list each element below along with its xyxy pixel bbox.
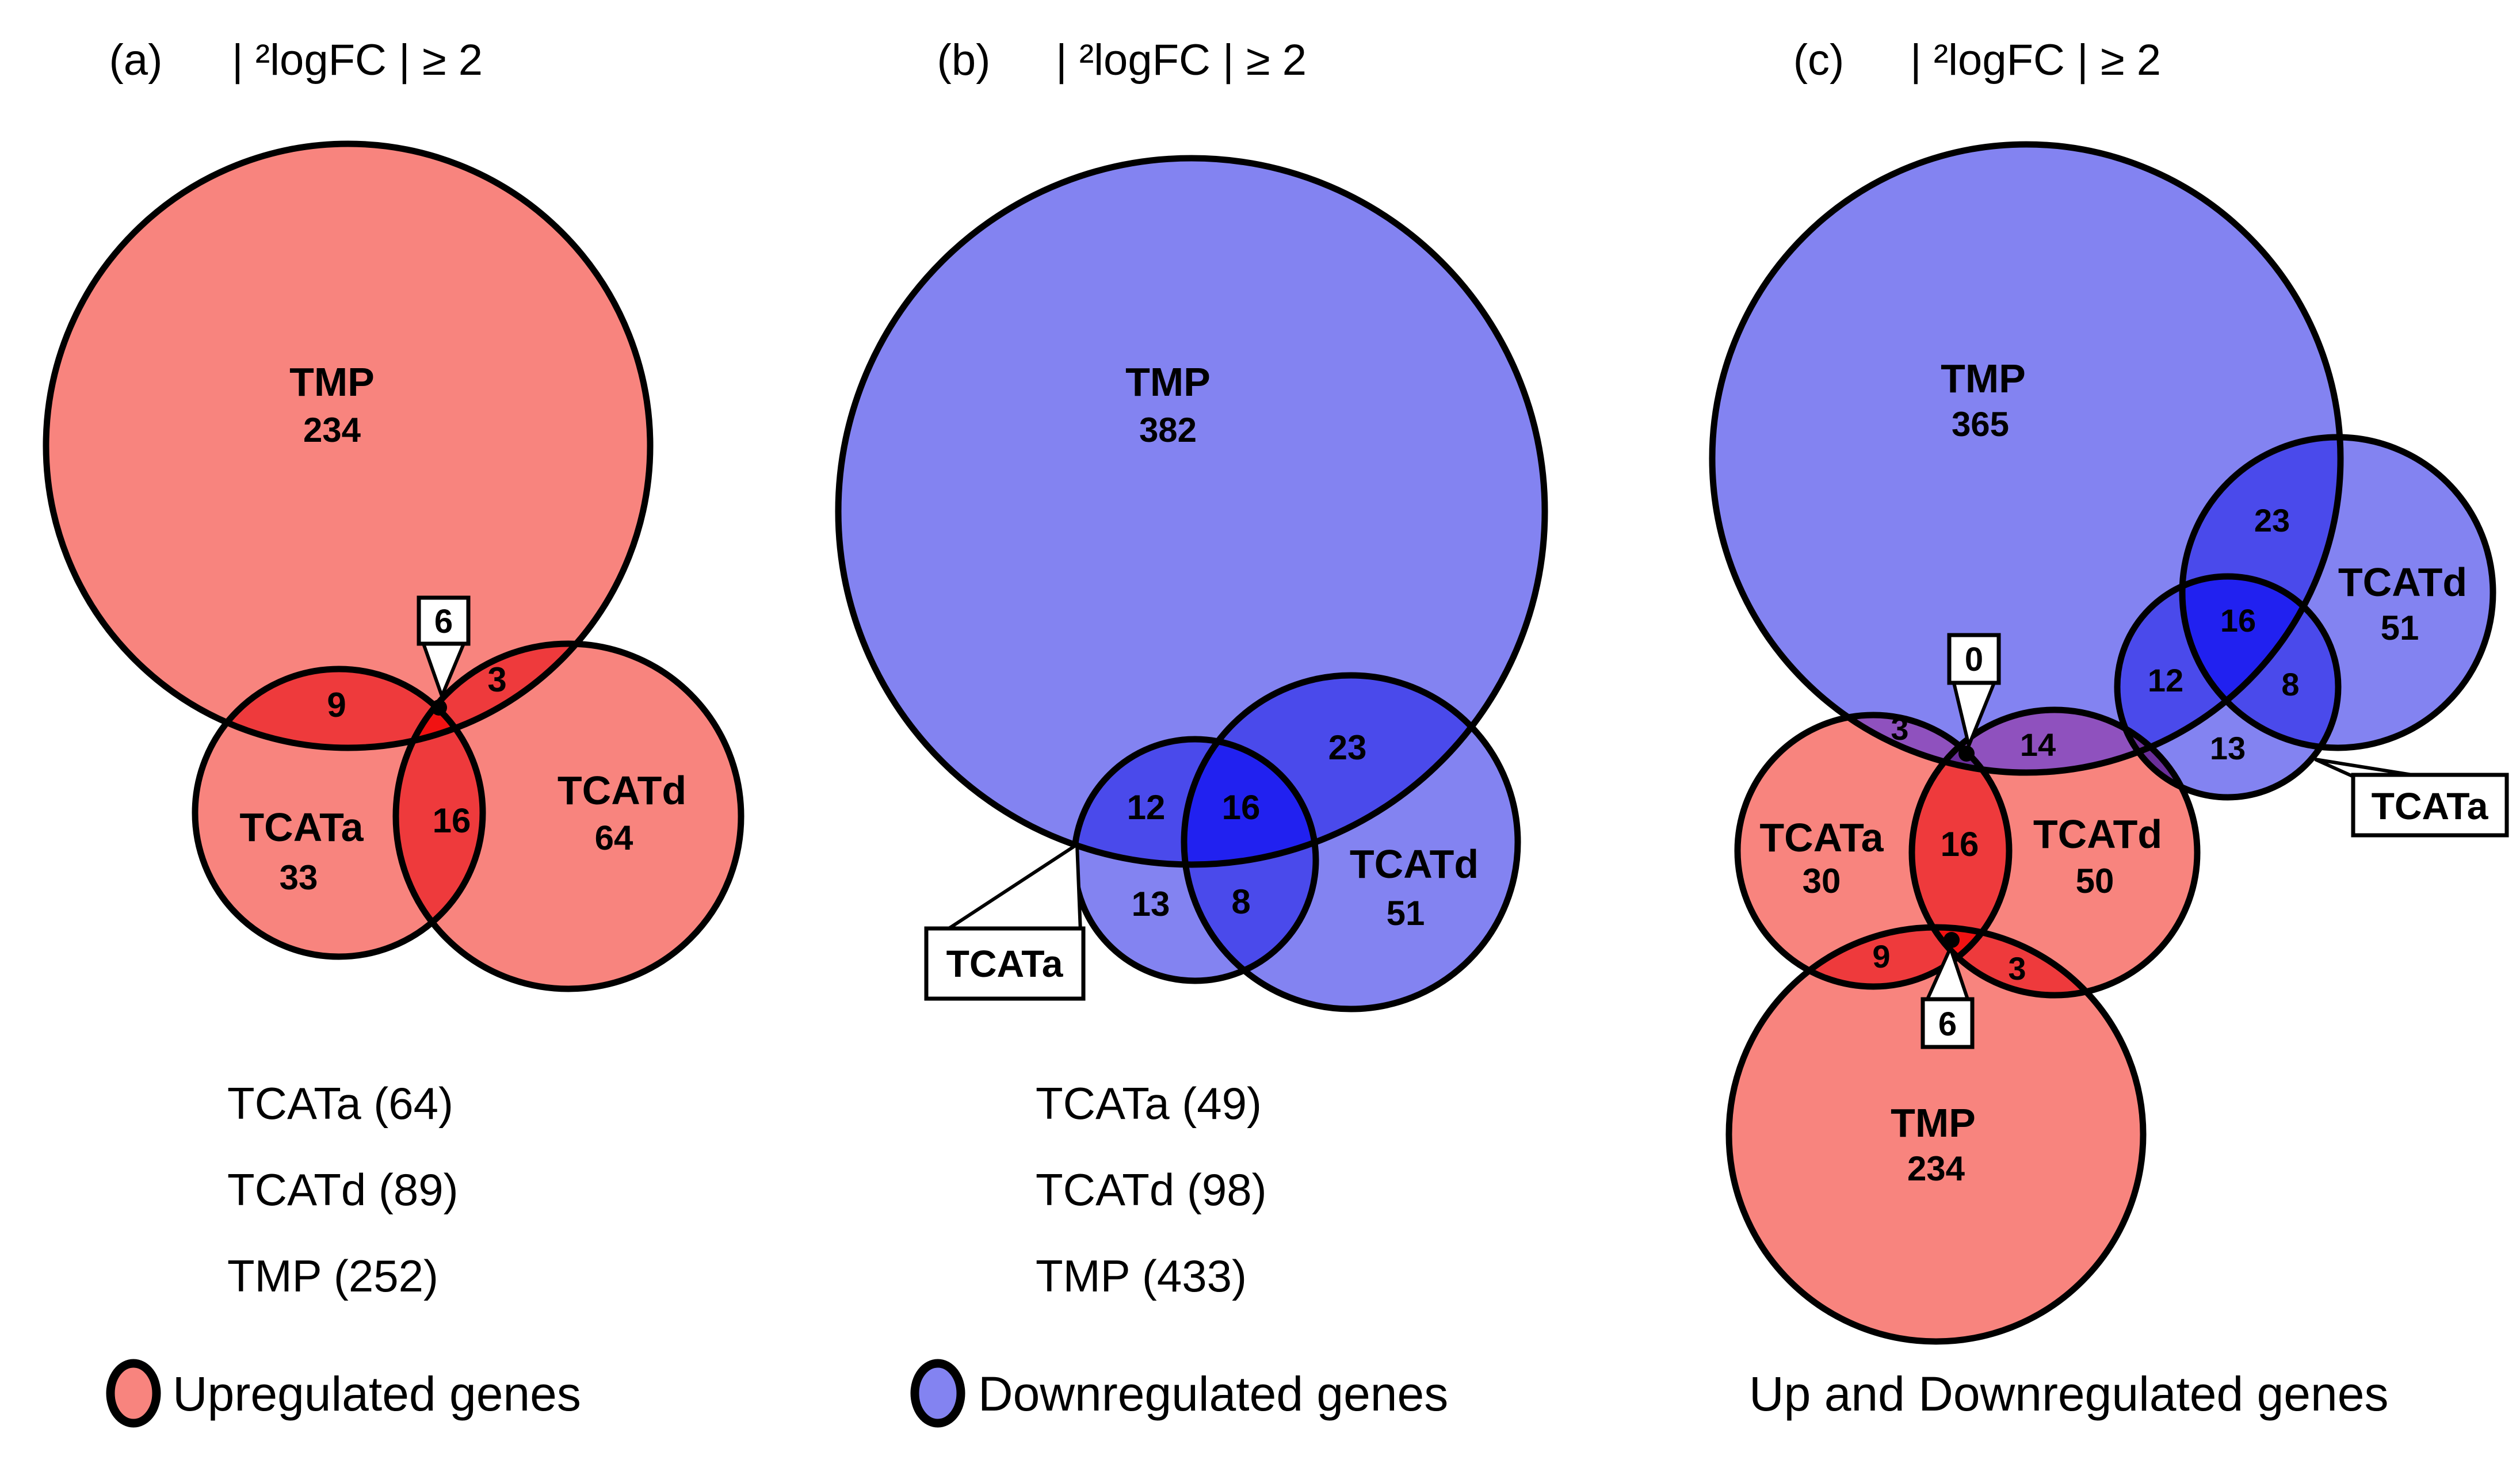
totals-a-tcatd: TCATd (89) [227,1164,459,1215]
region-c-bluetcata-only: 13 [2210,730,2246,766]
panel-c-letter: (c) [1793,36,1845,85]
overlap-c-redtcata-redtcatd: 16 [1941,825,1979,863]
callout-c-six-box [1920,997,1975,1049]
venn-c-blue-tcatd-outline [2179,434,2496,751]
overlap-c-redtcatd-redtmp: 3 [2008,950,2026,987]
legend-upregulated-label: Upregulated genes [173,1367,581,1421]
set-label-c-red-tcatd: TCATd [2033,812,2162,857]
venn-c-red-tmp-circle [1729,927,2143,1341]
callout-c-zero-value: 0 [1965,641,1983,678]
venn-a-tcata-outline [192,666,486,960]
panel-b-letter: (b) [937,36,991,85]
overlap-c-bluetmp-bluetcata: 12 [2148,662,2183,698]
set-label-c-blue-tmp: TMP [1941,356,2026,401]
legend-upregulated-icon [106,1359,161,1428]
legend-downregulated-icon [910,1359,965,1428]
callout-b-box [924,926,1086,1001]
overlap-c-redtcatd-bluetmp: 14 [2020,727,2056,763]
overlap-c-blue-triple: 16 [2220,602,2256,639]
venn-c-overlap-redtcata-redtcatd [1912,715,2009,987]
venn-a-tmp-outline [43,140,654,751]
set-label-c-red-tmp: TMP [1891,1100,1976,1145]
panel-b: (b) | ²logFC | ≥ 2 TCATa TMP 382 12 16 2… [835,36,1548,1301]
totals-a-tmp: TMP (252) [227,1251,438,1301]
set-label-b-tmp: TMP [1125,360,1211,404]
venn-a-tcatd-outline [392,640,744,992]
legend: Upregulated genes Downregulated genes Up… [106,1359,2388,1428]
callout-b-label: TCATa [946,942,1064,985]
venn-b-tmp-outline [835,155,1548,868]
overlap-b-tmp-tcata: 12 [1127,788,1166,827]
venn-c-blue-tcata-outline [2114,573,2342,801]
overlap-c-bluetcata-bluetcatd: 8 [2281,666,2299,702]
panel-a: (a) | ²logFC | ≥ 2 6 TMP 234 9 3 16 TCAT… [43,36,744,1301]
overlap-b-triple: 16 [1222,788,1261,827]
panel-c: (c) | ²logFC | ≥ 2 [1709,36,2509,1345]
set-count-a-tmp: 234 [303,411,361,449]
callout-a-dot [431,700,447,716]
overlap-c-redtcata-redtmp: 9 [1872,938,1890,974]
overlap-b-tcata-tcatd: 8 [1231,882,1250,921]
set-count-c-red-tcatd: 50 [2076,862,2114,900]
set-label-c-red-tcata: TCATa [1759,815,1884,860]
callout-c-six-dot [1944,932,1960,948]
totals-b-tcata: TCATa (49) [1036,1078,1262,1129]
set-label-a-tcata: TCATa [239,805,364,850]
set-label-c-blue-tcatd: TCATd [2338,560,2467,605]
set-count-b-tcatd: 51 [1387,894,1425,932]
venn-a-tcatd-circle [396,644,741,989]
set-count-c-red-tmp: 234 [1907,1149,1965,1188]
totals-b-tmp: TMP (433) [1036,1251,1247,1301]
venn-c-blue-tmp-outline [1709,141,2344,776]
callout-c-tcata-box [2351,773,2509,838]
set-count-c-blue-tcatd: 51 [2381,609,2419,647]
panel-a-letter: (a) [109,36,163,85]
set-count-c-red-tcata: 30 [1803,862,1841,900]
overlap-a-tmp-tcata: 9 [327,686,346,724]
set-count-b-tmp: 382 [1139,411,1197,449]
totals-a-tcata: TCATa (64) [227,1078,453,1129]
legend-updown-label: Up and Downregulated genes [1749,1367,2388,1421]
set-count-a-tcata: 33 [280,858,318,897]
callout-c-zero-dot [1958,746,1975,762]
callout-c-six-value: 6 [1938,1006,1957,1043]
venn-c-red-tcata-outline [1734,712,2013,990]
callout-a-value: 6 [434,603,453,640]
overlap-a-tcata-tcatd: 16 [433,801,471,840]
set-label-b-tcatd: TCATd [1350,842,1479,886]
venn-c-red-tmp-outline [1725,924,2147,1345]
callout-c-tcata-label: TCATa [2372,785,2489,827]
region-b-tcata-only: 13 [1132,885,1170,923]
callout-c-zero-box [1947,633,2001,685]
panel-a-threshold: | ²logFC | ≥ 2 [232,36,483,85]
venn-b-tcatd-outline [1181,672,1521,1012]
venn-a-tmp-circle [46,144,650,748]
set-label-a-tcatd: TCATd [558,768,686,813]
overlap-b-tmp-tcatd: 23 [1328,728,1367,767]
overlap-c-bluetmp-bluetcatd: 23 [2254,502,2290,538]
panel-b-threshold: | ²logFC | ≥ 2 [1056,36,1307,85]
overlap-a-tmp-tcatd: 3 [487,660,506,699]
set-count-c-blue-tmp: 365 [1952,405,2009,444]
venn-c-red-tcatd-outline [1908,706,2201,999]
overlap-c-redtcata-bluetmp: 3 [1891,710,1908,747]
panel-c-threshold: | ²logFC | ≥ 2 [1910,36,2161,85]
legend-downregulated-label: Downregulated genes [978,1367,1448,1421]
totals-b-tcatd: TCATd (98) [1036,1164,1267,1215]
callout-a-box [417,595,471,646]
set-count-a-tcatd: 64 [595,819,633,857]
set-label-a-tmp: TMP [289,360,375,404]
